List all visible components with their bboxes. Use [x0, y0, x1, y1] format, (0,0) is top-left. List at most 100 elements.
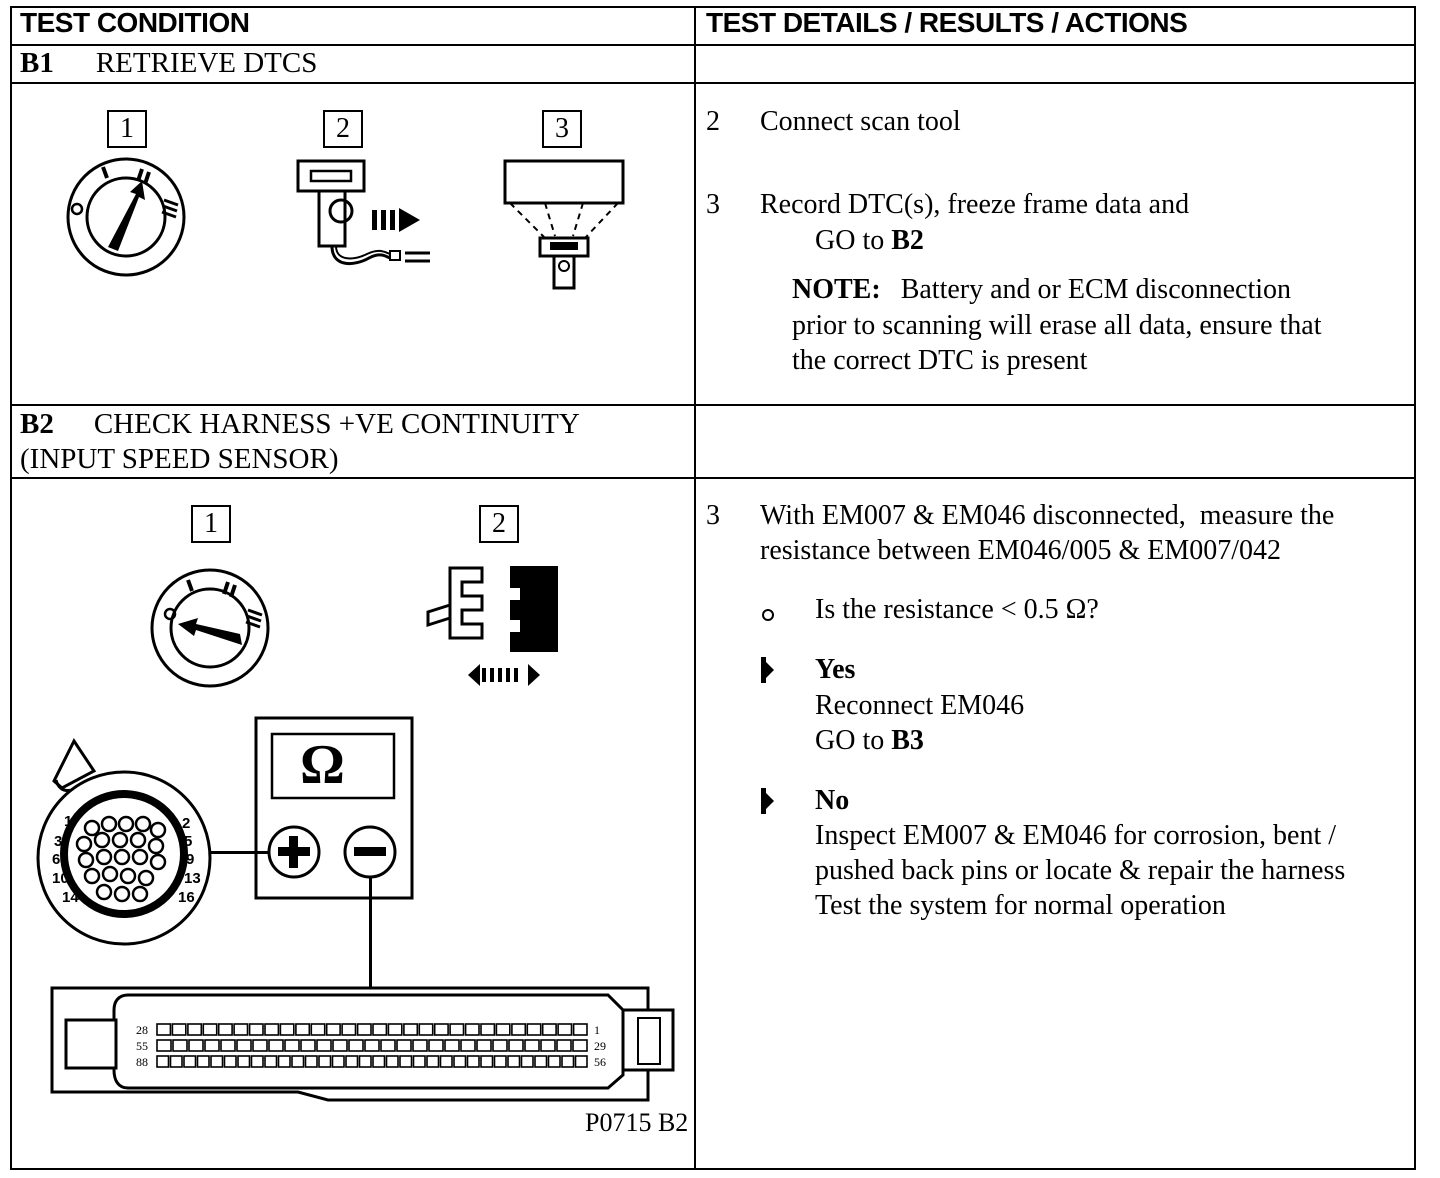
note-line-3: the correct DTC is present — [792, 345, 1088, 376]
row-divider — [10, 477, 1416, 479]
pin-label: 14 — [62, 889, 79, 906]
ecm-pin-cavity — [480, 1023, 496, 1036]
ecm-pin-cavity — [331, 1055, 345, 1068]
b2-code: B2 — [20, 408, 54, 440]
row-divider — [10, 404, 1416, 406]
ignition-switch-icon — [66, 157, 186, 277]
ecm-pin-cavity — [526, 1023, 542, 1036]
ecm-pin-cavity — [356, 1023, 372, 1036]
ecm-pin-cavity — [156, 1055, 170, 1068]
b2-question: Is the resistance < 0.5 Ω? — [815, 594, 1099, 625]
ecm-pin-cavity — [223, 1055, 237, 1068]
ecm-pin-cavity — [385, 1055, 399, 1068]
header-test-details: TEST DETAILS / RESULTS / ACTIONS — [706, 7, 1188, 38]
ecm-pin-cavity — [332, 1039, 348, 1052]
ecm-pin-cavity — [318, 1055, 332, 1068]
ecm-pin-cavity — [574, 1055, 588, 1068]
yes-goto: GO to B3 — [815, 723, 924, 758]
ecm-pin-cavity — [372, 1023, 388, 1036]
ecm-pin-cavity — [449, 1023, 465, 1036]
ecm-pin-cavity — [358, 1055, 372, 1068]
ecm-pin-cavity — [264, 1023, 280, 1036]
ecm-pin-label: 55 — [136, 1039, 148, 1053]
ecm-pin-cavity — [248, 1023, 264, 1036]
ecm-pin-cavity — [507, 1055, 521, 1068]
note-line-2: prior to scanning will erase all data, e… — [792, 310, 1322, 341]
ecm-pin-cavity — [295, 1023, 311, 1036]
pin-label: 5 — [184, 833, 192, 850]
goto-prefix: GO to — [815, 225, 892, 256]
ecm-pin-cavity — [493, 1055, 507, 1068]
b1-step-3-text: Record DTC(s), freeze frame data and — [760, 189, 1190, 220]
ecm-pin-cavity — [433, 1023, 449, 1036]
ecm-pin-cavity — [547, 1055, 561, 1068]
ecm-pin-cavity — [171, 1023, 187, 1036]
ecm-pin-cavity — [572, 1023, 588, 1036]
header-test-condition: TEST CONDITION — [20, 7, 250, 38]
ecm-pin-cavity — [418, 1023, 434, 1036]
ecm-pin-cavity — [279, 1023, 295, 1036]
ecm-pin-label: 29 — [594, 1039, 606, 1053]
ecm-pin-cavity — [572, 1039, 588, 1052]
ecm-pin-cavity — [217, 1023, 233, 1036]
ecm-pin-cavity — [172, 1039, 188, 1052]
ecm-pin-cavity — [183, 1055, 197, 1068]
b2-step-box-1: 1 — [191, 505, 231, 543]
ecm-pin-cavity — [387, 1023, 403, 1036]
yes-arrow-icon — [761, 657, 774, 683]
ecm-pin-cavity — [237, 1055, 251, 1068]
ecm-pin-cavity — [412, 1039, 428, 1052]
no-line-3: Test the system for normal operation — [815, 890, 1226, 921]
b1-step-2-text: Connect scan tool — [760, 106, 961, 137]
b1-title: RETRIEVE DTCS — [95, 47, 318, 79]
yes-label: Yes — [815, 654, 856, 685]
round-connector-em046-icon: 1 2 3 5 6 9 10 13 14 16 — [36, 738, 212, 946]
pin-label: 2 — [182, 815, 190, 832]
ecm-pin-cavity — [277, 1055, 291, 1068]
ecm-pin-cavity — [202, 1023, 218, 1036]
ecm-pin-cavity — [403, 1023, 419, 1036]
ignition-switch-off-icon — [150, 568, 270, 688]
multimeter-icon — [254, 716, 414, 900]
ecm-pin-cavity — [541, 1023, 557, 1036]
goto-target-b3: B3 — [891, 725, 924, 756]
ecm-pin-cavity — [252, 1039, 268, 1052]
ecm-pin-cavity — [460, 1039, 476, 1052]
no-line-1: Inspect EM007 & EM046 for corrosion, ben… — [815, 820, 1337, 851]
ecm-pin-cavity — [268, 1039, 284, 1052]
ecm-pin-cavity — [557, 1023, 573, 1036]
ecm-pin-label: 56 — [594, 1055, 606, 1069]
ecm-pin-cavity — [372, 1055, 386, 1068]
b1-step-3-goto: GO to B2 — [815, 223, 924, 258]
pin-label: 16 — [178, 889, 195, 906]
ecm-pin-cavity — [540, 1039, 556, 1052]
ecm-pin-cavity — [156, 1039, 172, 1052]
ecm-pin-cavity — [444, 1039, 460, 1052]
no-arrow-icon — [761, 788, 774, 814]
ecm-pin-cavity — [453, 1055, 467, 1068]
row-divider — [10, 82, 1416, 84]
ecm-pin-cavity — [300, 1039, 316, 1052]
ecm-pin-cavity — [561, 1055, 575, 1068]
ecm-pin-cavity — [188, 1039, 204, 1052]
ecm-pin-cavity — [291, 1055, 305, 1068]
question-bullet-icon — [762, 609, 774, 621]
ecm-pin-cavity — [316, 1039, 332, 1052]
ecm-pin-cavity — [196, 1055, 210, 1068]
ecm-pin-label: 1 — [594, 1023, 600, 1037]
ecm-pin-cavity — [412, 1055, 426, 1068]
ohm-symbol: Ω — [300, 734, 345, 796]
ecm-pin-cavity — [439, 1055, 453, 1068]
ecm-pin-cavity — [464, 1023, 480, 1036]
ecm-connector-em007-icon: 28 1 55 29 88 56 — [50, 986, 675, 1102]
pin-label: 9 — [186, 851, 194, 868]
connector-disconnect-icon — [426, 566, 558, 686]
ecm-pin-cavity — [250, 1055, 264, 1068]
b2-step-line-1: With EM007 & EM046 disconnected, measure… — [760, 500, 1335, 531]
b1-step-box-3: 3 — [542, 110, 582, 148]
note-line-1: Battery and or ECM disconnection — [900, 274, 1292, 305]
test-lead-negative — [369, 876, 372, 1036]
column-divider — [694, 6, 696, 1170]
pin-label: 13 — [184, 870, 201, 887]
